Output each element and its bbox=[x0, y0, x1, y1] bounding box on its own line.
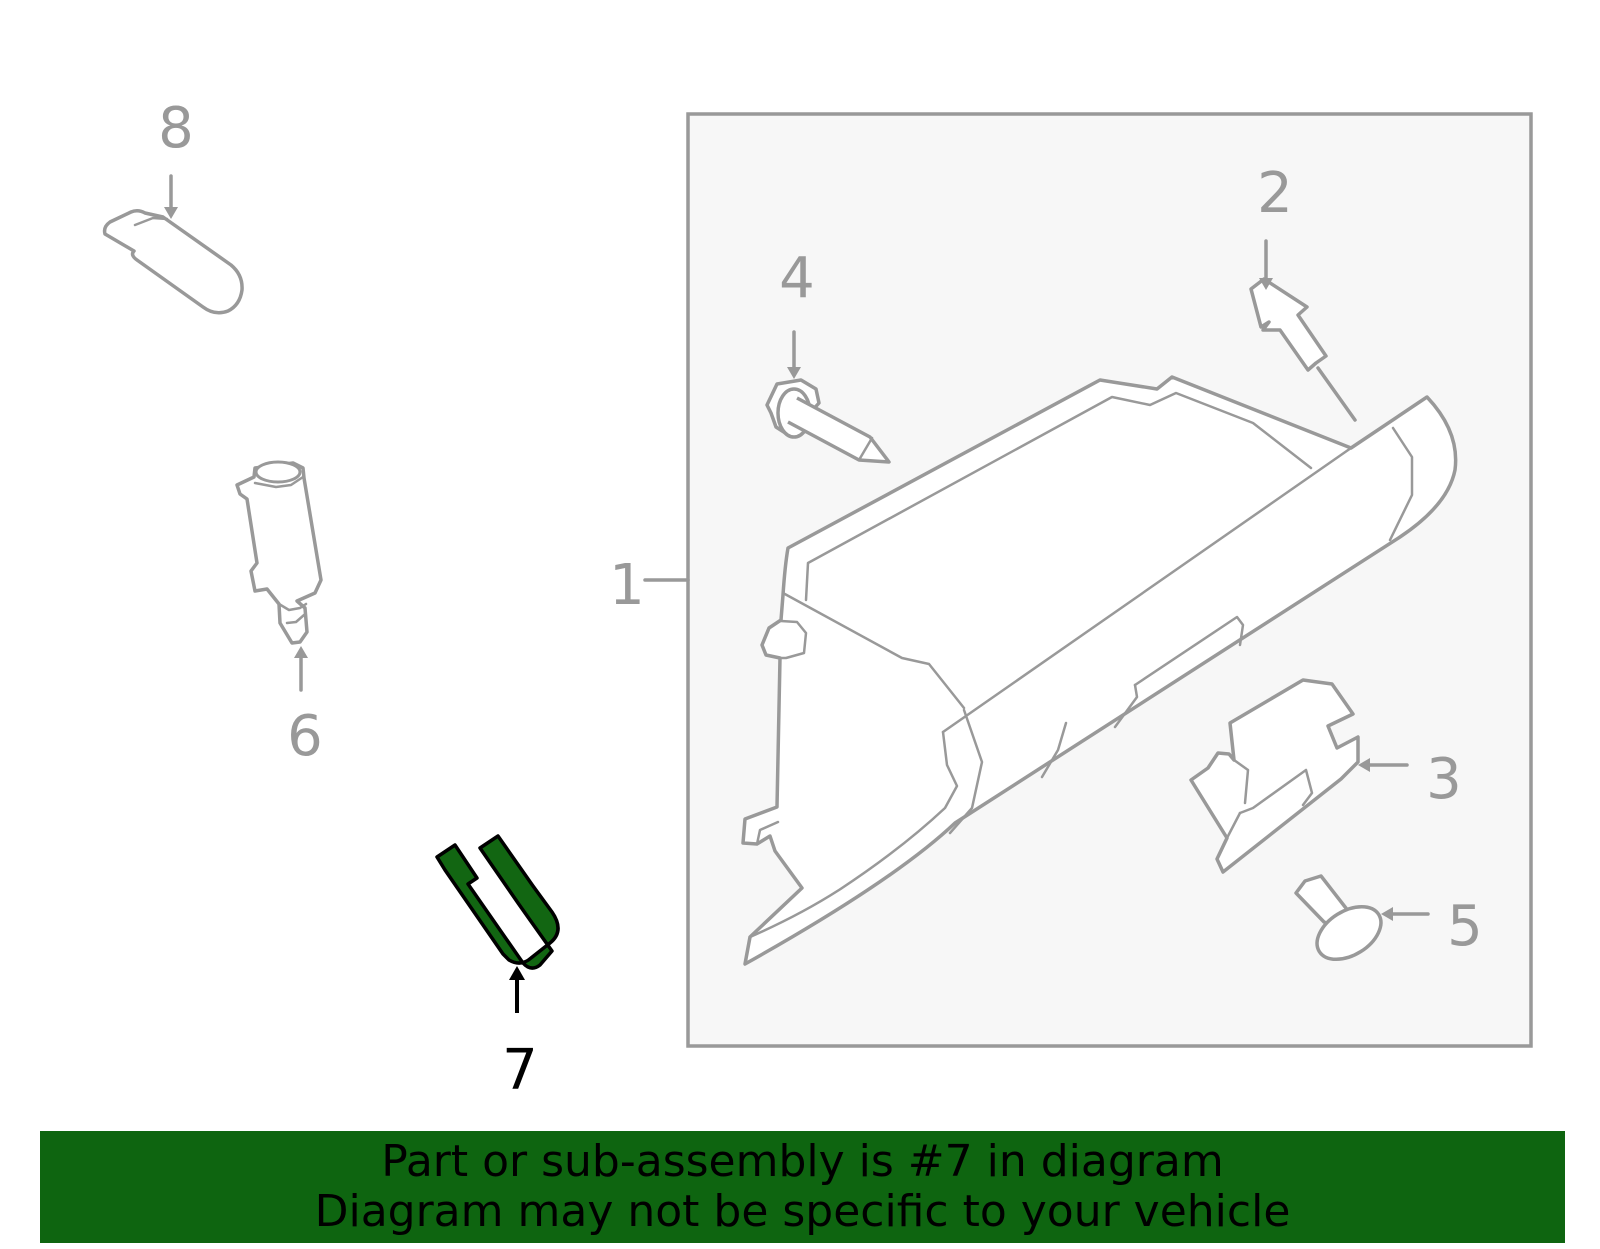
callout-2: 2 bbox=[1257, 161, 1293, 226]
arrow-2-icon bbox=[1259, 278, 1273, 290]
callout-6: 6 bbox=[287, 704, 323, 769]
arrow-7-icon bbox=[509, 966, 525, 980]
info-banner: Part or sub-assembly is #7 in diagram Di… bbox=[40, 1131, 1565, 1243]
banner-line-1: Part or sub-assembly is #7 in diagram bbox=[381, 1136, 1224, 1187]
bolt-part-4[interactable] bbox=[765, 378, 891, 464]
arrow-4-icon bbox=[787, 367, 801, 379]
bumper-part-8[interactable] bbox=[102, 208, 244, 315]
callout-7: 7 bbox=[502, 1038, 538, 1103]
strap-part-7[interactable] bbox=[435, 834, 560, 970]
callout-labels: 1 2 3 4 5 6 7 8 bbox=[158, 96, 1483, 1103]
arrow-6-icon bbox=[294, 646, 308, 658]
callout-3: 3 bbox=[1426, 747, 1462, 812]
arrow-8-icon bbox=[164, 207, 178, 219]
latch-part-3[interactable] bbox=[1189, 678, 1360, 874]
glove-box-part-1[interactable] bbox=[741, 375, 1458, 966]
arrow-5-icon bbox=[1381, 907, 1393, 921]
callout-5: 5 bbox=[1447, 894, 1483, 959]
pin-part-5[interactable] bbox=[1294, 874, 1390, 970]
callout-1: 1 bbox=[609, 553, 645, 618]
clip-part-2[interactable] bbox=[1249, 277, 1357, 422]
arrow-3-icon bbox=[1358, 758, 1370, 772]
leader-lines bbox=[164, 174, 1430, 1013]
damper-part-6[interactable] bbox=[235, 460, 323, 645]
callout-4: 4 bbox=[779, 246, 815, 311]
callout-8: 8 bbox=[158, 96, 194, 161]
banner-line-2: Diagram may not be specific to your vehi… bbox=[314, 1186, 1291, 1237]
